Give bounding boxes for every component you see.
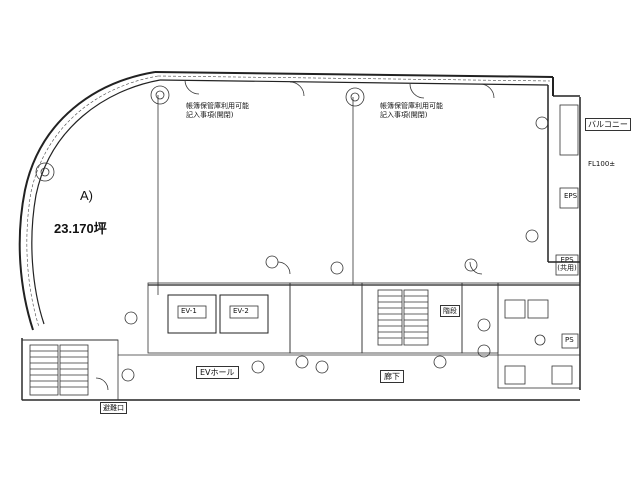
partitions	[21, 95, 581, 401]
level-mark: FL100±	[588, 160, 616, 168]
note-left: 帳簿保管庫利用可能 記入事項(開閉)	[186, 102, 249, 119]
shafts	[555, 104, 579, 349]
zone-label: A)	[80, 188, 93, 203]
columns	[35, 85, 365, 182]
ps-label: PS	[565, 336, 574, 344]
balcony-label: バルコニー	[585, 118, 631, 131]
stair-label: 階段	[440, 305, 460, 317]
exit-sign-label: 避難口	[100, 402, 127, 414]
wc-fixtures	[504, 299, 573, 385]
eps-common-text: EPS	[560, 256, 574, 264]
door-swings	[95, 79, 495, 391]
elevator-bank	[167, 294, 269, 334]
eps-label: EPS	[564, 192, 578, 200]
door-tags	[121, 116, 549, 382]
eps-common-sub: (共用)	[557, 264, 577, 272]
elevator-2-label: EV-2	[233, 307, 249, 315]
eps-common-label: EPS (共用)	[556, 256, 578, 272]
area-label: 23.170坪	[54, 221, 107, 236]
stair-main	[377, 289, 429, 346]
elevator-hall-label: EVホール	[196, 366, 239, 379]
corridor-label: 廊下	[380, 370, 404, 383]
stair-left	[29, 344, 89, 396]
window-ticks	[26, 75, 551, 328]
elevator-1-label: EV-1	[181, 307, 197, 315]
note-right: 帳簿保管庫利用可能 記入事項(開閉)	[380, 102, 443, 119]
